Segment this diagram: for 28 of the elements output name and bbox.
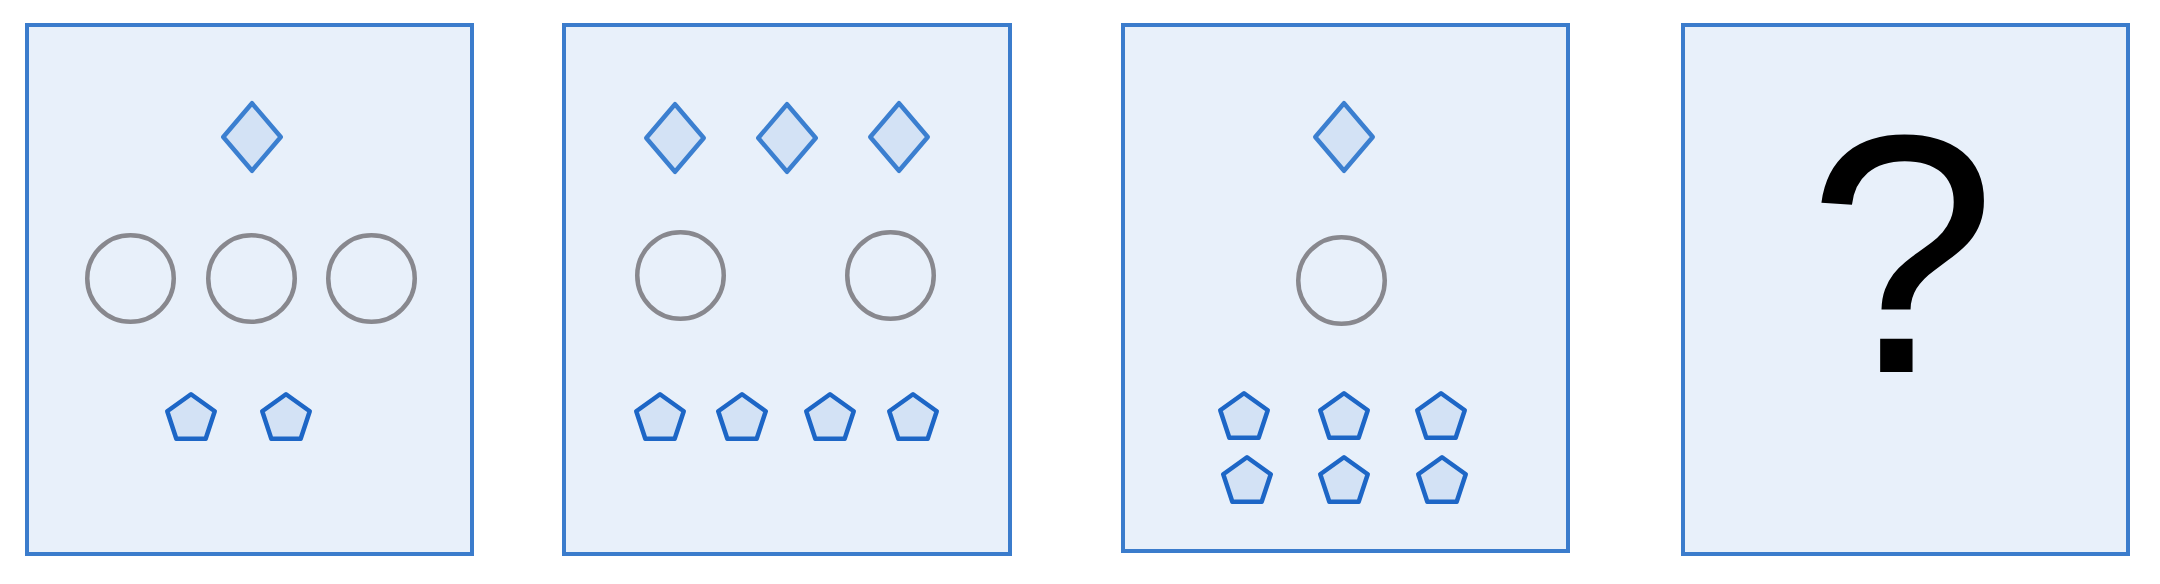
puzzle-panel: [1681, 23, 2130, 556]
pentagon: [165, 391, 217, 441]
circle: [205, 232, 297, 324]
circle: [84, 232, 176, 324]
diamond: [221, 101, 283, 173]
pentagon: [1318, 454, 1370, 504]
pentagon: [1415, 390, 1467, 440]
diamond: [1313, 101, 1375, 173]
puzzle-panel: [1121, 23, 1570, 553]
pentagon: [634, 391, 686, 441]
puzzle-panel: [562, 23, 1012, 556]
circle: [634, 229, 726, 321]
circle: [1295, 234, 1387, 326]
pentagon: [716, 391, 768, 441]
diamond: [644, 102, 706, 174]
diamond: [868, 101, 930, 173]
pentagon: [1416, 454, 1468, 504]
puzzle-panel: [25, 23, 474, 556]
pentagon: [260, 391, 312, 441]
circle: [325, 232, 417, 324]
pentagon: [804, 391, 856, 441]
pentagon: [1318, 390, 1370, 440]
circle: [844, 229, 936, 321]
question-mark: ?: [1807, 118, 1997, 390]
pentagon: [1218, 390, 1270, 440]
pentagon: [1221, 454, 1273, 504]
pentagon: [887, 391, 939, 441]
diamond: [756, 102, 818, 174]
